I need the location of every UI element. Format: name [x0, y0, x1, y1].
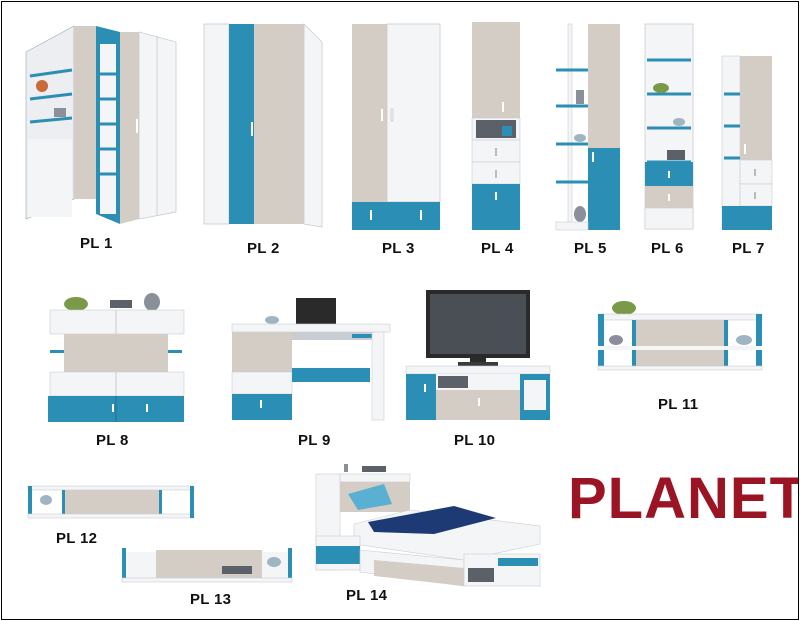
pl4-illustration — [471, 22, 521, 230]
pl1-illustration — [25, 25, 177, 224]
label-pl1: PL 1 — [80, 235, 113, 252]
pl6-illustration — [644, 23, 694, 230]
pl14-illustration — [315, 464, 541, 587]
product-pl2[interactable] — [202, 22, 324, 232]
label-pl3: PL 3 — [382, 240, 415, 257]
product-pl6[interactable] — [644, 23, 695, 232]
product-pl9[interactable] — [231, 296, 392, 426]
label-pl7: PL 7 — [732, 240, 765, 257]
label-pl12: PL 12 — [56, 530, 98, 547]
label-pl9: PL 9 — [298, 432, 331, 449]
label-pl4: PL 4 — [481, 240, 514, 257]
label-pl5: PL 5 — [574, 240, 607, 257]
brand-wordmark: PLANET — [568, 466, 799, 531]
pl2-illustration — [203, 23, 323, 228]
label-pl11: PL 11 — [658, 396, 699, 413]
pl9-illustration — [231, 298, 391, 421]
product-pl1[interactable] — [24, 24, 179, 229]
pl13-illustration — [121, 548, 293, 583]
pl7-illustration — [721, 55, 773, 230]
product-pl8[interactable] — [46, 292, 186, 424]
label-pl10: PL 10 — [454, 432, 496, 449]
product-pl7[interactable] — [721, 54, 774, 232]
product-pl14[interactable] — [314, 464, 542, 588]
pl8-illustration — [48, 293, 185, 422]
pl11-illustration — [597, 301, 763, 371]
pl5-illustration — [555, 23, 620, 231]
product-pl4[interactable] — [471, 22, 522, 232]
label-pl13: PL 13 — [190, 591, 232, 608]
pl3-illustration — [352, 23, 441, 230]
label-pl14: PL 14 — [346, 587, 388, 604]
pl12-illustration — [27, 485, 195, 519]
product-pl13[interactable] — [121, 548, 294, 584]
product-pl10[interactable] — [402, 288, 554, 424]
pl10-illustration — [405, 290, 551, 420]
product-pl5[interactable] — [554, 23, 622, 232]
label-pl8: PL 8 — [96, 432, 129, 449]
label-pl2: PL 2 — [247, 240, 280, 257]
label-pl6: PL 6 — [651, 240, 684, 257]
product-pl12[interactable] — [27, 485, 196, 522]
product-pl3[interactable] — [352, 23, 442, 232]
product-pl11[interactable] — [596, 298, 764, 372]
